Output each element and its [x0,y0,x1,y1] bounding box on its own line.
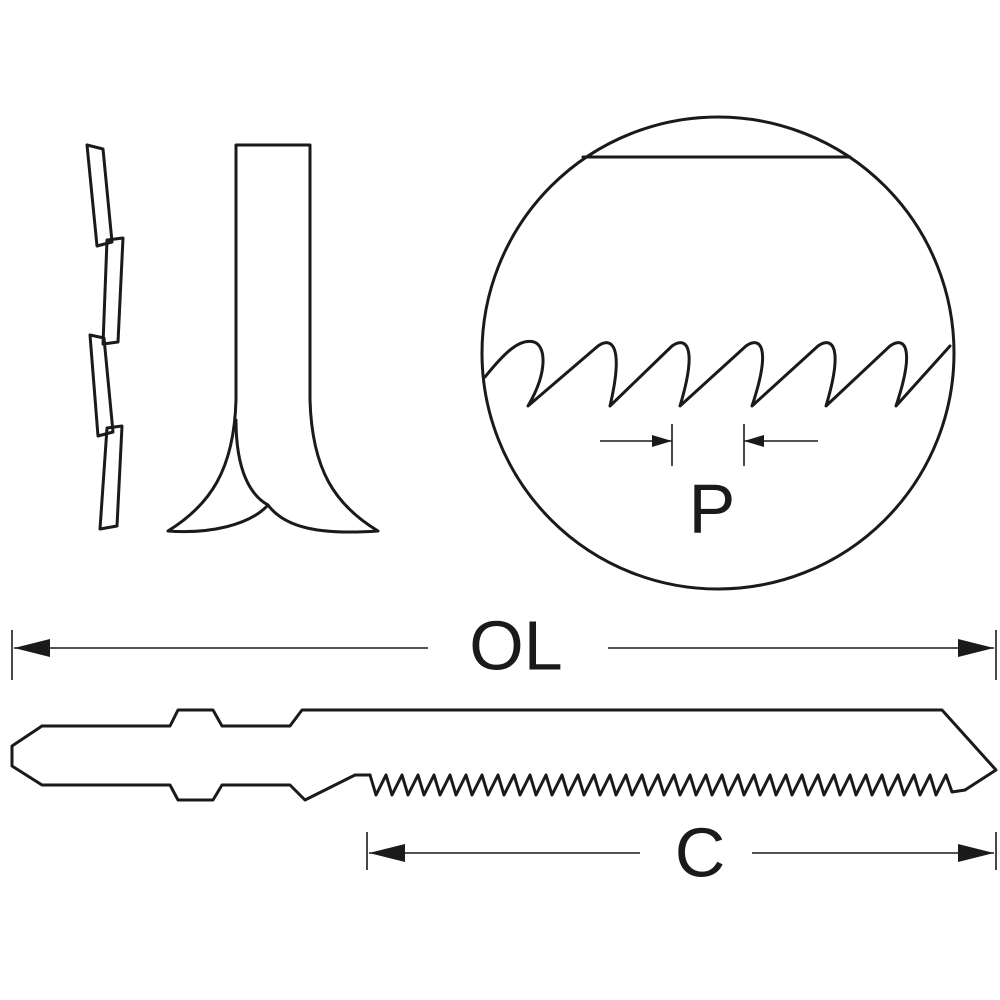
tooth-detail-magnifier: P [480,115,956,591]
jigsaw-blade [10,708,998,802]
overall-length-label: OL [469,606,562,684]
cutting-length-label: C [675,813,726,891]
overall-length-dimension: OL [11,606,997,684]
magnified-teeth [483,339,952,408]
tooth-set-side-view [85,143,125,531]
blade-shank-lower [10,724,372,802]
blade-cross-section [166,143,380,534]
cutting-length-dimension: C [366,813,997,891]
blade-shank-and-body [40,708,998,792]
blade-teeth [368,773,967,797]
pitch-label: P [689,469,736,547]
